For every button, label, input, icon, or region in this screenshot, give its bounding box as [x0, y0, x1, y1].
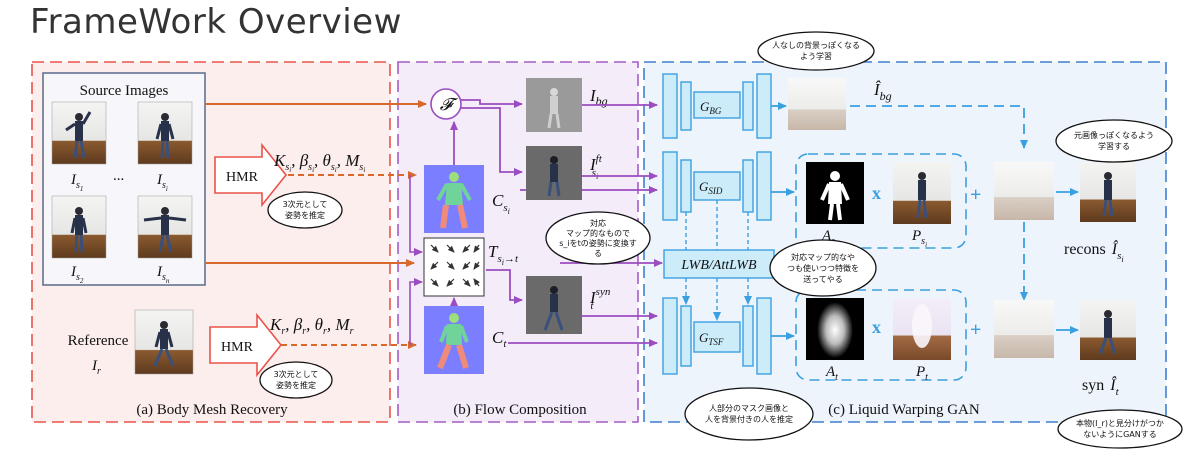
arrow-f-to-ibg	[461, 99, 523, 108]
speech-bubble-3d-pose-top	[267, 191, 343, 229]
bubble-text: 人を背景付きの人を推定	[705, 414, 793, 424]
label-at: At	[825, 364, 838, 383]
background-image-upper	[994, 162, 1054, 220]
bubble-text: 3次元として	[274, 369, 319, 379]
caption-b: (b) Flow Composition	[453, 402, 587, 418]
background-image-lower	[994, 300, 1054, 358]
mask-group-upper	[795, 153, 967, 249]
mask-group-lower	[795, 289, 967, 381]
recons-output-image	[1080, 162, 1136, 222]
multiply-icon: x	[872, 317, 881, 337]
arrow-flow-to-isyn	[486, 269, 523, 304]
image-ibg-hat	[788, 78, 846, 130]
speech-bubble-recons	[1055, 119, 1173, 163]
reference-smpl-params: Kr, βr, θr, Mr	[269, 315, 354, 337]
hmr-label: HMR	[226, 170, 259, 185]
bubble-text: マップ的なもので	[566, 228, 630, 238]
lwb-block	[663, 249, 775, 279]
svg-text:+: +	[970, 319, 981, 341]
svg-text:x: x	[872, 317, 881, 337]
bubble-text: 対応マップ的なや	[791, 252, 855, 262]
image-ibg	[526, 78, 582, 132]
page-title: FrameWork Overview	[30, 2, 402, 42]
arrow-f-to-ift	[461, 107, 523, 176]
bubble-text: 人部分のマスク画像と	[709, 403, 789, 413]
source-smpl-params: Ksi, βsi, θsi, Msi	[273, 151, 365, 174]
caption-a: (a) Body Mesh Recovery	[136, 402, 288, 418]
source-image-thumb	[51, 101, 107, 165]
speech-bubble-syn	[1057, 409, 1183, 449]
hmr-label: HMR	[221, 340, 254, 355]
speech-bubble-3d-pose-bottom	[259, 361, 333, 399]
bubble-text: s_iをtの姿勢に変換す	[559, 238, 637, 248]
image-isyn	[526, 276, 582, 334]
source-images-label: Source Images	[80, 83, 169, 99]
lwb-label: LWB/AttLWB	[680, 258, 757, 273]
bubble-text: 対応	[590, 218, 606, 228]
image-ift	[526, 146, 582, 200]
plus-icon: +	[970, 184, 981, 206]
target-mesh-render	[424, 306, 484, 374]
person-image-pt	[893, 298, 951, 360]
svg-text:x: x	[872, 183, 881, 203]
source-image-thumb	[51, 195, 107, 259]
flow-field-grid-icon	[423, 237, 485, 297]
speech-bubble-background	[757, 31, 875, 71]
source-image-thumb	[137, 101, 193, 165]
svg-text:+: +	[970, 184, 981, 206]
panel-liquid-warping-gan	[643, 61, 1167, 423]
label-ir: Ir	[91, 358, 101, 377]
speech-bubble-flow	[545, 211, 651, 265]
source-mesh-render	[424, 165, 484, 233]
label-isi: Isi	[156, 172, 168, 193]
reference-image-thumb	[134, 309, 194, 375]
bubble-text: 元画像っぽくなるよう	[1074, 130, 1154, 140]
bubble-text: つも使いつつ特徴を	[787, 263, 859, 273]
bubble-text: ないようにGANする	[1083, 430, 1157, 439]
person-image-psi	[893, 162, 951, 224]
bubble-text: 本物(I_r)と見分けがつか	[1076, 418, 1164, 428]
multiply-icon: x	[872, 183, 881, 203]
caption-c: (c) Liquid Warping GAN	[828, 402, 980, 418]
bubble-text: 3次元として	[283, 199, 328, 209]
arrow-ct-to-flow	[409, 278, 423, 345]
bubble-text: 学習する	[1098, 141, 1130, 151]
arrow-ibg-to-merge	[850, 105, 1028, 149]
syn-output-image	[1080, 300, 1136, 360]
bubble-text: 姿勢を推定	[285, 210, 325, 220]
source-image-thumb	[137, 195, 193, 259]
speech-bubble-mask	[684, 387, 814, 441]
plus-icon: +	[970, 319, 981, 341]
bubble-text: る	[594, 249, 602, 258]
mask-image-asi	[806, 162, 864, 224]
speech-bubble-lwb	[769, 239, 877, 297]
bubble-text: よう学習	[800, 51, 832, 61]
mask-image-at	[806, 298, 864, 360]
generator-sid: GSID	[662, 151, 772, 221]
bubble-text: 人なしの背景っぽくなる	[772, 40, 860, 50]
ellipsis: ...	[113, 168, 124, 184]
arrow-cs-to-flow	[409, 175, 423, 256]
bubble-text: 姿勢を推定	[276, 380, 316, 390]
label-pt: Pt	[915, 364, 928, 383]
bubble-text: 送ってやる	[803, 274, 843, 284]
hmr-block-top: HMR	[214, 142, 288, 208]
hmr-block-bottom: HMR	[209, 312, 283, 378]
f-operator-node	[430, 88, 462, 120]
reference-label: Reference	[68, 333, 129, 349]
